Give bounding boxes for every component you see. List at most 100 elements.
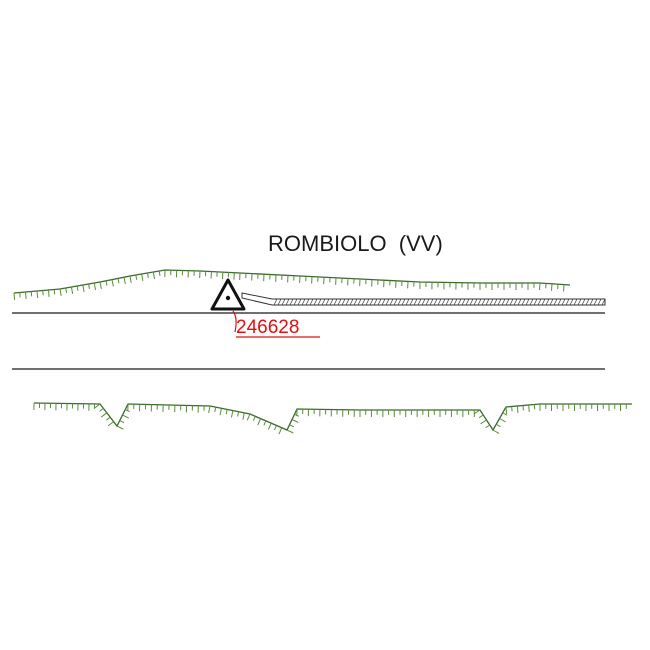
hatch-line [513,298,518,306]
hatch-line [437,298,442,306]
hachure-tick [502,412,508,416]
hatch-line [549,298,554,306]
hachure-tick [129,275,132,283]
hachure-tick [528,404,530,413]
hatch-line [425,298,430,306]
hachure-tick [230,410,234,418]
hachure-tick [516,405,519,414]
hatch-line [565,298,570,306]
hachure-tick [100,412,108,418]
hatch-line [505,298,510,306]
hachure-tick [106,416,111,421]
hachure-tick [65,287,68,293]
hatch-line [597,298,602,306]
marker-center-dot [225,295,231,301]
hachure-tick [492,429,500,434]
hatch-line [401,298,406,306]
hatch-line [477,298,482,306]
hatch-line [473,298,478,306]
hatch-line [573,298,578,306]
hachure-tick [158,270,161,276]
hatch-line [281,298,286,306]
hachure-tick [219,408,222,416]
hachure-tick [252,416,256,421]
upper-embankment [13,269,571,301]
hachure-tick [48,289,50,298]
hachure-tick [152,271,156,279]
hachure-tick [99,408,104,412]
hatch-line [469,298,474,306]
hatch-line [561,298,566,306]
hachure-tick [70,286,74,294]
hatch-line [453,298,458,306]
hatch-line [497,298,502,306]
lower-terrain-line [33,402,632,432]
hatch-line [485,298,490,306]
marker-leader-line [232,310,237,333]
hatch-line [537,298,542,306]
hachure-tick [496,423,501,428]
hachure-tick [135,274,138,280]
hatch-line [353,298,358,306]
hatch-line [337,298,342,306]
hatch-line [361,298,366,306]
hatch-line [329,298,334,306]
hatch-line [397,298,402,306]
hatch-line [413,298,418,306]
hachure-tick [274,425,277,431]
hachure-tick [76,285,79,291]
hachure-tick [478,414,484,419]
guardrail-hatch [273,298,606,306]
lower-hachures [33,402,627,435]
hatch-line [581,298,586,306]
hachure-tick [119,420,125,424]
hatch-line [341,298,346,306]
hatch-line [297,298,302,306]
guardrail-strip [241,292,606,306]
hachure-tick [485,424,491,429]
hachure-tick [141,273,144,281]
hatch-line [289,298,294,306]
hatch-line [405,298,410,306]
hatch-line [365,298,370,306]
hatch-line [301,298,306,306]
lower-embankment [33,402,632,435]
hachure-tick [36,290,39,299]
hatch-line [305,298,310,306]
hatch-line [417,298,422,306]
hatch-line [433,298,438,306]
hatch-line [393,298,398,306]
hatch-line [541,298,546,306]
hachure-tick [473,409,481,415]
hatch-line [369,298,374,306]
hatch-line [389,298,394,306]
hachure-tick [123,277,126,285]
hatch-line [321,298,326,306]
hachure-tick [117,278,120,284]
hachure-tick [242,412,245,420]
hatch-line [529,298,534,306]
hachure-tick [499,418,506,423]
hatch-line [533,298,538,306]
hatch-line [589,298,594,306]
hatch-line [349,298,354,306]
hachure-tick [246,413,251,421]
hatch-line [489,298,494,306]
hatch-line [521,298,526,306]
hachure-tick [122,414,129,419]
hatch-line [593,298,598,306]
hachure-tick [267,422,272,430]
upper-hachures [13,269,565,301]
hatch-line [377,298,382,306]
hatch-line [345,298,350,306]
hatch-line [325,298,330,306]
hachure-tick [13,292,16,301]
hatch-line [381,298,386,306]
hatch-line [465,298,470,306]
place-label: ROMBIOLO (VV) [268,231,443,256]
hatch-line [309,298,314,306]
hatch-line [441,298,446,306]
hatch-line [553,298,558,306]
hatch-line [385,298,390,306]
hatch-line [545,298,550,306]
